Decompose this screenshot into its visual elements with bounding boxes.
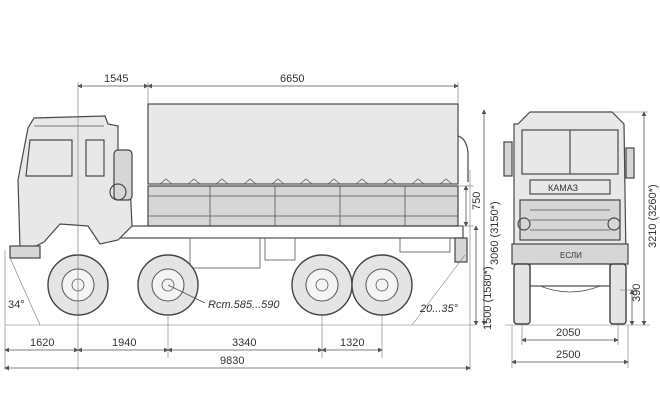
side-view: 1545 6650 1620 1940 3340 1320 9830 34° 2…: [4, 73, 501, 371]
dim-wheelbase-front: 1940: [112, 337, 136, 349]
dim-side-board-height: 750: [471, 192, 483, 210]
dim-ground-clearance: 390: [631, 284, 643, 302]
dim-approach-angle: 34°: [8, 299, 25, 311]
dim-overall-length: 9830: [220, 355, 244, 367]
dim-platform-height: 1500 (1580*): [482, 266, 494, 330]
front-right-wheel: [609, 263, 627, 325]
dim-departure-angle: 20...35°: [419, 303, 459, 315]
cargo-tarp: [147, 103, 459, 185]
third-wheel: [291, 254, 353, 316]
dim-rear-bogie: 1320: [340, 337, 364, 349]
front-view: КАМАЗ ЕСЛИ 2050 2500: [503, 111, 659, 368]
dim-overall-width: 2500: [556, 349, 580, 361]
side-boards: [147, 185, 459, 227]
dim-wheelbase-mid: 3340: [232, 337, 256, 349]
dim-cab-to-axis: 1545: [104, 73, 128, 85]
front-left-wheel: [513, 263, 531, 325]
dim-body-height: 3060 (3150*): [489, 201, 501, 265]
fourth-wheel: [351, 254, 413, 316]
dim-body-length: 6650: [280, 73, 304, 85]
dim-overall-height: 3210 (3260*): [647, 184, 659, 248]
grille-plate: КАМАЗ: [548, 183, 578, 193]
bumper-label: ЕСЛИ: [560, 251, 582, 260]
dim-front-overhang: 1620: [30, 337, 54, 349]
dim-track-width: 2050: [556, 327, 580, 339]
dim-turning-radius: Rcm.585...590: [208, 299, 280, 311]
